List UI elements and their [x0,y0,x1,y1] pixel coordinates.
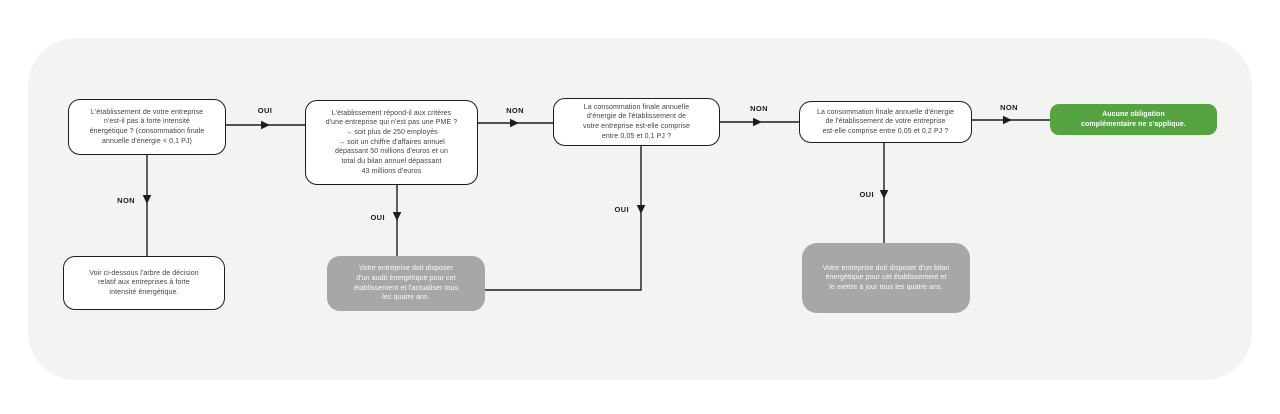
flow-node-result-no-obligation: Aucune obligation complémentaire ne s'ap… [1050,104,1217,135]
edge-label-non: NON [1000,103,1018,112]
flow-node-result-audit: Votre entreprise doit disposer d'un audi… [327,256,485,311]
edge-label-non: NON [117,196,135,205]
flow-node-result-bilan: Votre entreprise doit disposer d'un bila… [802,243,970,313]
edge-label-non: NON [506,106,524,115]
diagram-panel [28,38,1252,380]
flow-node-question-pme: L'établissement répond-il aux critères d… [305,100,478,185]
edge-label-oui: OUI [257,106,273,115]
flow-node-question-conso-01pj: La consommation finale annuelle d'énergi… [553,98,720,146]
flow-node-see-below: Voir ci-dessous l'arbre de décision rela… [63,256,225,310]
flow-node-question-intensite: L'établissement de votre entreprise n'es… [68,99,226,155]
edge-label-oui: OUI [370,213,385,222]
edge-label-oui: OUI [614,205,629,214]
edge-label-oui: OUI [859,190,874,199]
edge-label-non: NON [750,104,768,113]
flow-node-question-conso-02pj: La consommation finale annuelle d'énergi… [799,101,972,143]
